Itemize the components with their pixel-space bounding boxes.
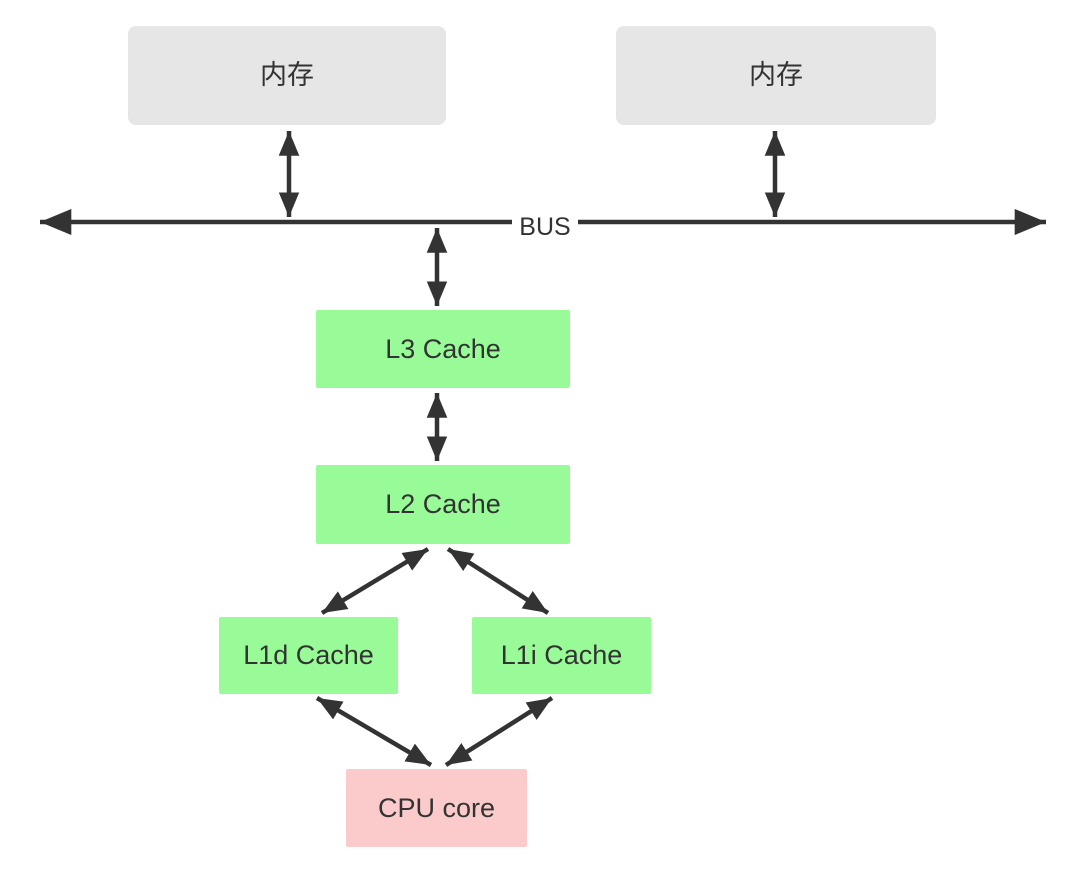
node-cpu-core: CPU core — [346, 769, 527, 847]
node-l1d-cache: L1d Cache — [219, 617, 398, 694]
node-memory-left: 内存 — [128, 26, 446, 125]
node-l1i-cache-label: L1i Cache — [500, 640, 623, 671]
edge-l1d-cpu — [315, 696, 433, 767]
node-l3-cache-label: L3 Cache — [385, 333, 501, 364]
node-l2-cache-label: L2 Cache — [385, 489, 501, 520]
node-memory-left-label: 内存 — [260, 60, 314, 91]
node-memory-right: 内存 — [616, 26, 936, 125]
node-l2-cache: L2 Cache — [316, 465, 570, 544]
node-l3-cache: L3 Cache — [316, 310, 570, 388]
node-cpu-core-label: CPU core — [377, 792, 496, 823]
edge-l2-l1d — [320, 547, 430, 615]
edge-l2-l1i — [446, 547, 550, 615]
node-l1d-cache-label: L1d Cache — [243, 640, 374, 671]
edge-l1i-cpu — [444, 696, 554, 767]
node-l1i-cache: L1i Cache — [472, 617, 651, 694]
node-memory-right-label: 内存 — [749, 60, 803, 91]
bus-label: BUS — [512, 214, 578, 241]
